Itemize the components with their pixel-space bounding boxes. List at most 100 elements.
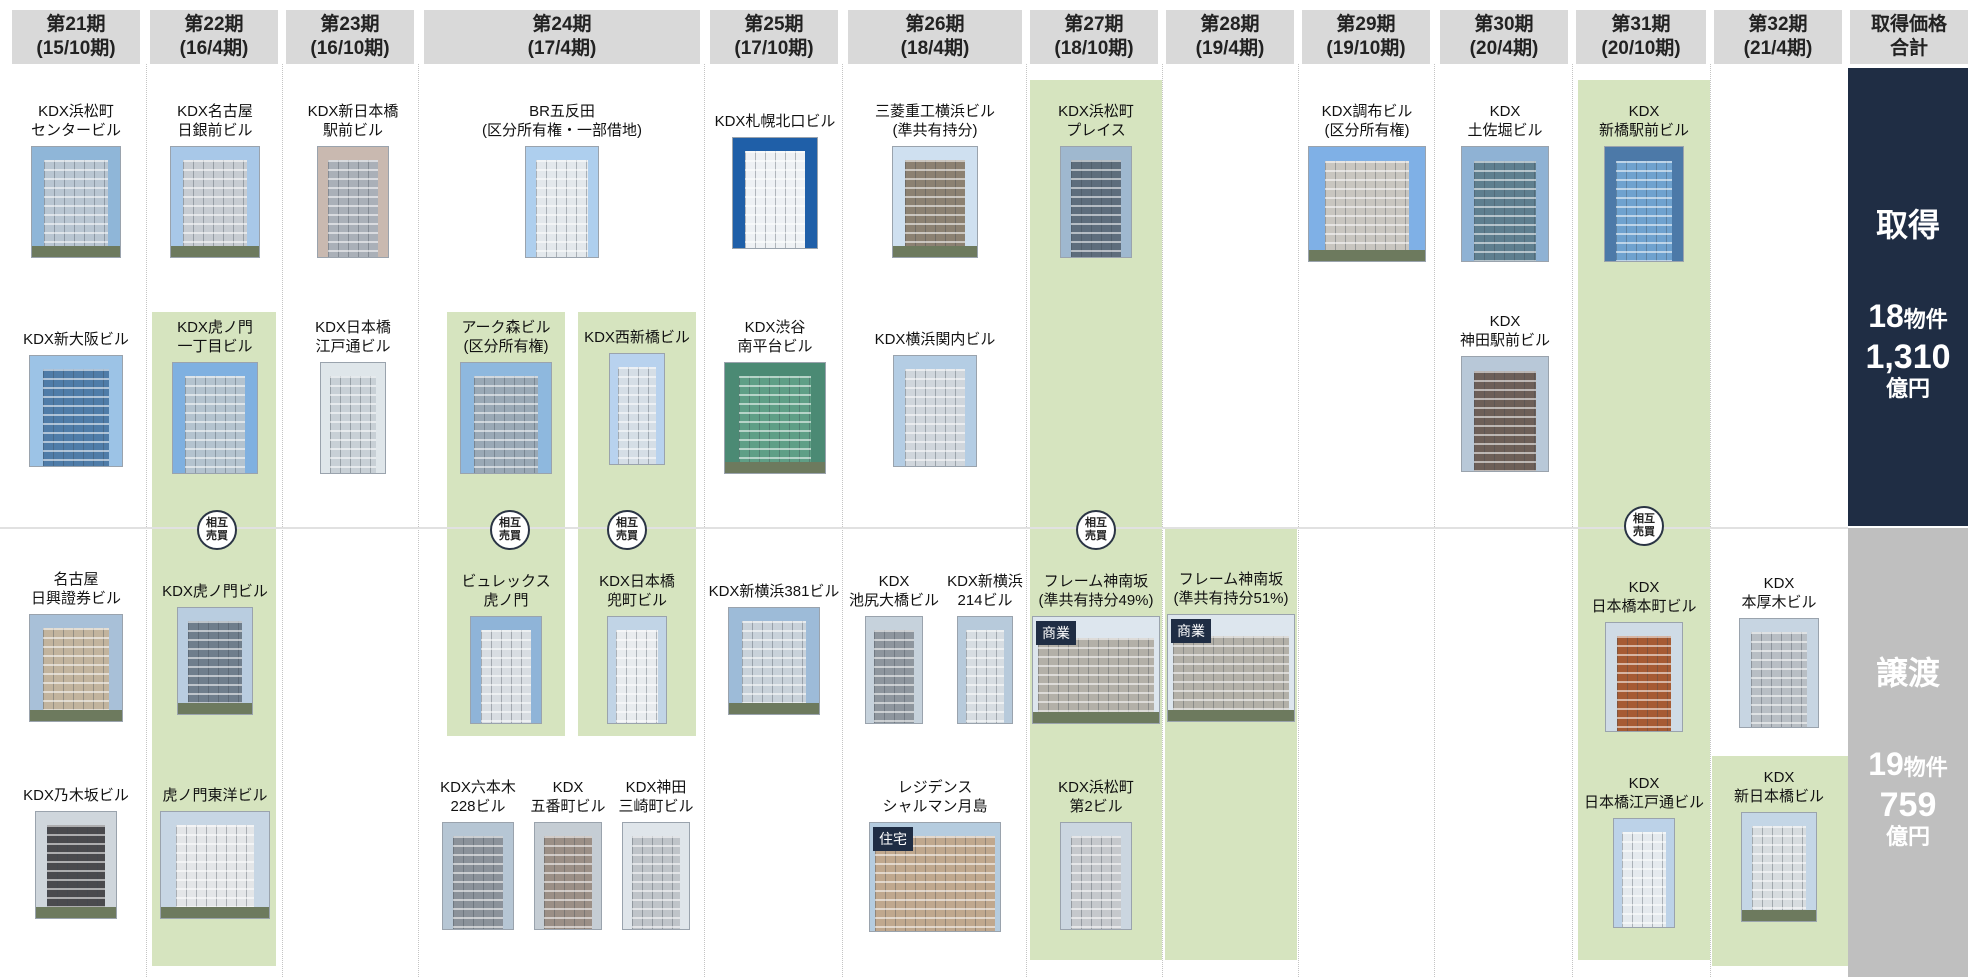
building-photo	[29, 355, 123, 467]
dis-property-card: KDX浜松町第2ビル	[1030, 778, 1162, 930]
building-photo: 商業	[1167, 614, 1295, 722]
mutual-swap-badge: 相互売買	[1624, 506, 1664, 546]
acq-property-card: KDX新日本橋駅前ビル	[288, 102, 418, 258]
building-photo	[525, 146, 599, 258]
building-photo	[320, 362, 386, 474]
building-photo	[607, 616, 667, 724]
building-photo	[728, 607, 820, 715]
disposition-total-box: 譲渡 19物件 759 億円	[1848, 528, 1968, 977]
acq-property-card: KDX浜松町センタービル	[10, 102, 142, 258]
dis-property-card: 虎ノ門東洋ビル	[150, 786, 280, 919]
acq-dis-divider	[0, 527, 1848, 529]
residential-tag: 住宅	[873, 827, 913, 851]
mutual-swap-badge: 相互売買	[607, 510, 647, 550]
acquisition-amount-unit: 億円	[1885, 376, 1930, 401]
building-photo	[35, 811, 117, 919]
acq-property-card: KDX浜松町プレイス	[1030, 102, 1162, 258]
building-photo	[1060, 822, 1132, 930]
acquisition-amount: 1,310	[1865, 338, 1951, 376]
period-header-25: 第25期(17/10期)	[710, 10, 838, 64]
building-photo: 住宅	[869, 822, 1001, 932]
disposition-title: 譲渡	[1875, 655, 1940, 691]
dis-property-card: KDX新横浜381ビル	[706, 582, 842, 715]
acq-property-card: KDX日本橋江戸通ビル	[288, 318, 418, 474]
building-photo	[1605, 622, 1683, 732]
building-photo	[1060, 146, 1132, 258]
building-photo	[724, 362, 826, 474]
acq-property-card: 三菱重工横浜ビル(準共有持分)	[848, 102, 1022, 258]
disposition-amount-unit: 億円	[1885, 824, 1930, 849]
building-photo	[1741, 812, 1817, 922]
building-photo	[1604, 146, 1684, 262]
period-header-30: 第30期(20/4期)	[1440, 10, 1568, 64]
building-photo: 商業	[1032, 616, 1160, 724]
acquisition-total-box: 取得 18物件 1,310 億円	[1848, 68, 1968, 526]
building-photo	[470, 616, 542, 724]
building-photo	[172, 362, 258, 474]
period-header-21: 第21期(15/10期)	[12, 10, 140, 64]
dis-property-card: ビュレックス虎ノ門	[448, 572, 564, 724]
period-header-27: 第27期(18/10期)	[1030, 10, 1158, 64]
period-header-22: 第22期(16/4期)	[150, 10, 278, 64]
acquisition-count: 18物件	[1868, 298, 1948, 334]
period-header-26: 第26期(18/4期)	[848, 10, 1022, 64]
building-photo	[865, 616, 923, 724]
acq-property-card: KDX渋谷南平台ビル	[710, 318, 840, 474]
building-photo	[622, 822, 690, 930]
building-photo	[892, 146, 978, 258]
dis-property-card: KDX神田三崎町ビル	[610, 778, 702, 930]
dis-property-card: KDX乃木坂ビル	[10, 786, 142, 919]
building-photo	[893, 355, 977, 467]
building-photo	[442, 822, 514, 930]
building-photo	[1461, 356, 1549, 472]
disposition-amount: 759	[1879, 786, 1937, 824]
acq-property-card: KDX西新橋ビル	[572, 328, 702, 465]
dis-property-card: フレーム神南坂(準共有持分49%) 商業	[1030, 572, 1162, 724]
mutual-swap-badge: 相互売買	[1076, 510, 1116, 550]
dis-property-card: KDX日本橋兜町ビル	[572, 572, 702, 724]
disposition-count: 19物件	[1868, 746, 1948, 782]
acq-property-card: KDX札幌北口ビル	[710, 112, 840, 249]
acq-property-card: KDX虎ノ門一丁目ビル	[150, 318, 280, 474]
period-header-28: 第28期(19/4期)	[1166, 10, 1294, 64]
dis-property-card: フレーム神南坂(準共有持分51%) 商業	[1166, 570, 1296, 722]
acq-property-card: KDX新大阪ビル	[10, 330, 142, 467]
commercial-tag: 商業	[1036, 621, 1076, 645]
acq-property-card: KDX名古屋日銀前ビル	[150, 102, 280, 258]
acq-property-card: アーク森ビル(区分所有権)	[448, 318, 564, 474]
building-photo	[732, 137, 818, 249]
building-photo	[534, 822, 602, 930]
building-photo	[177, 607, 253, 715]
period-header-23: 第23期(16/10期)	[286, 10, 414, 64]
period-header-24: 第24期(17/4期)	[424, 10, 700, 64]
period-header-29: 第29期(19/10期)	[1302, 10, 1430, 64]
dis-property-card: レジデンスシャルマン月島 住宅	[848, 778, 1022, 932]
acquisition-title: 取得	[1875, 207, 1940, 243]
commercial-tag: 商業	[1171, 619, 1211, 643]
swap-band-28	[1165, 527, 1297, 960]
period-header-31: 第31期(20/10期)	[1576, 10, 1706, 64]
building-photo	[160, 811, 270, 919]
mutual-swap-badge: 相互売買	[197, 510, 237, 550]
building-photo	[29, 614, 123, 722]
mutual-swap-badge: 相互売買	[490, 510, 530, 550]
building-photo	[1739, 618, 1819, 728]
dis-property-card: KDX虎ノ門ビル	[150, 582, 280, 715]
building-photo	[1613, 818, 1675, 928]
acq-property-card: BR五反田(区分所有権・一部借地)	[424, 102, 700, 258]
dis-property-card: 名古屋日興證券ビル	[10, 570, 142, 722]
building-photo	[609, 353, 665, 465]
acq-property-card: KDX調布ビル(区分所有権)	[1302, 102, 1432, 262]
building-photo	[31, 146, 121, 258]
building-photo	[1308, 146, 1426, 262]
